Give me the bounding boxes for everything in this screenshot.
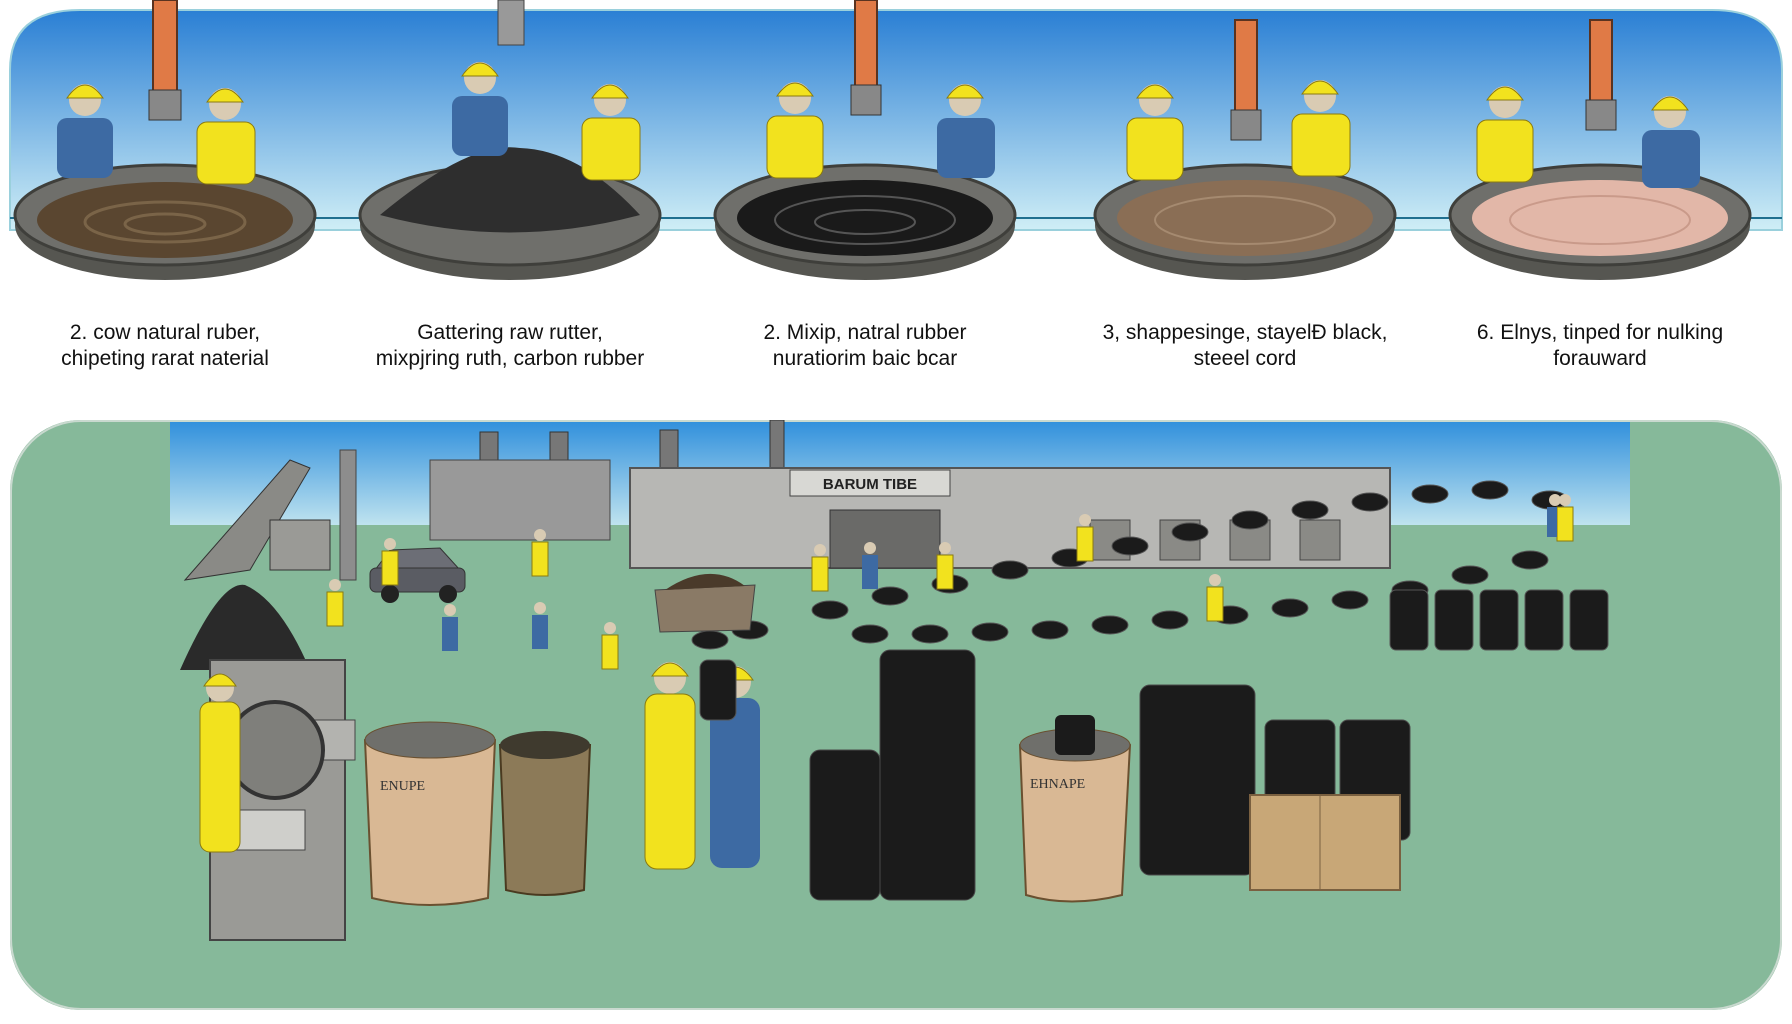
stage-5-caption-line2: forauward: [1553, 347, 1647, 370]
stage-1-caption-line1: 2. cow natural ruber,: [69, 321, 261, 344]
rubber-pile-crane: [180, 459, 331, 670]
stage-1-vat-contents: [37, 182, 293, 258]
storage-bin: [654, 573, 756, 633]
worker-yellow: [1126, 84, 1184, 181]
worker-blue: [937, 84, 995, 178]
worker-yellow: [1291, 80, 1351, 177]
stage-2-caption: Gattering raw rutter, mixpjring ruth, ca…: [340, 320, 680, 372]
stage-3-caption-line2: nuratiorim baic bcar: [772, 347, 958, 370]
factory-sign: BARUM TIBE: [823, 476, 917, 493]
bucket-3-label: EHNAPE: [1030, 777, 1085, 792]
worker-yellow: [766, 82, 824, 179]
stage-2-caption-line2: mixpjring ruth, carbon rubber: [375, 347, 645, 370]
inspecting-workers: [644, 659, 760, 870]
stage-2-illustration: [358, 0, 662, 280]
rubber-bucket-3: EHNAPE: [1018, 715, 1132, 903]
worker-yellow: [581, 84, 641, 181]
stage-4-illustration: [1093, 19, 1397, 280]
stage-1-caption: 2. cow natural ruber, chipeting rarat na…: [0, 320, 335, 372]
tire-stack-far: [1389, 589, 1609, 651]
worker-yellow: [196, 88, 256, 185]
stage-2-vat-contents: [380, 147, 640, 233]
worker-yellow: [1476, 86, 1534, 183]
stage-5-illustration: [1448, 19, 1752, 280]
stage-1-caption-line2: chipeting rarat naterial: [61, 347, 269, 370]
worker-blue: [452, 62, 508, 156]
worker-yellow: [199, 673, 241, 853]
stage-1-illustration: [13, 0, 317, 280]
rubber-bucket-1: ENUPE: [363, 721, 497, 906]
mixing-machine: [199, 659, 356, 941]
worker-yellow: [644, 662, 696, 870]
stage-4-caption: 3, shappesinge, stayelĐ black, steeel co…: [1075, 320, 1415, 372]
bucket-1-label: ENUPE: [380, 779, 425, 794]
stage-2-caption-line1: Gattering raw rutter,: [417, 321, 603, 344]
stage-3-caption-line1: 2. Mixip, natral rubber: [763, 321, 967, 344]
stage-5-caption: 6. Elnys, tinped for nulking forauward: [1430, 320, 1770, 372]
stage-4-caption-line1: 3, shappesinge, stayelĐ black,: [1102, 321, 1388, 344]
factory-scene-panel: BARUM TIBE: [10, 420, 1782, 1010]
process-stages-panel: [9, 0, 1783, 280]
worker-blue: [57, 84, 113, 178]
cardboard-boxes: [1249, 794, 1401, 891]
rubber-bucket-2: [498, 731, 592, 896]
stage-3-illustration: [713, 0, 1017, 280]
stage-4-caption-line2: steeel cord: [1193, 347, 1297, 370]
worker-blue: [1642, 96, 1700, 188]
stage-3-caption: 2. Mixip, natral rubber nuratiorim baic …: [695, 320, 1035, 372]
rubber-pile: [180, 584, 310, 670]
background-workers: [326, 494, 1574, 670]
stage-5-caption-line1: 6. Elnys, tinped for nulking: [1476, 321, 1724, 344]
